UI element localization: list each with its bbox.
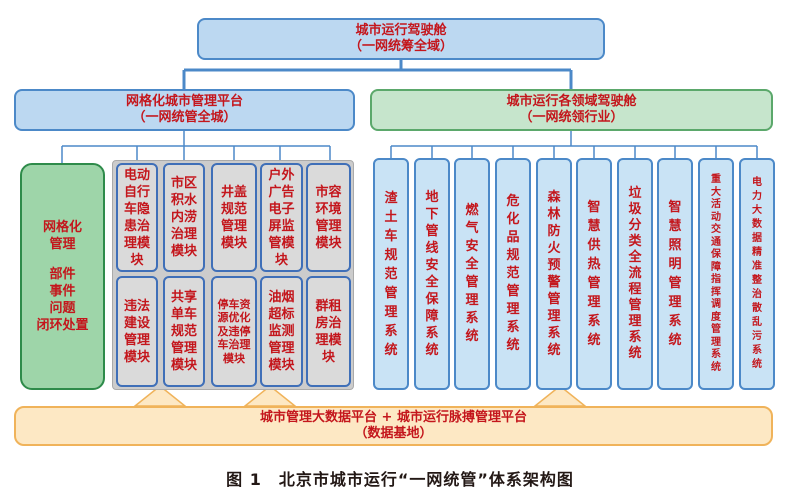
system-forest-fire: 森林防火预警管理系统 [536,158,572,390]
left-platform-title: 网格化城市管理平台 [125,94,243,109]
module-oil-fume: 油烟超标监测管理模块 [260,276,303,387]
module-manhole: 井盖规范管理模块 [211,163,257,272]
system-hazardous-chemicals: 危化品规范管理系统 [495,158,531,390]
right-platform-title: 城市运行各领域驾驶舱 [506,94,637,109]
data-foundation-platform: 城市管理大数据平台 + 城市运行脉搏管理平台 （数据基地） [14,406,773,446]
figure-caption: 图 1 北京市城市运行“一网统管”体系架构图 [226,470,574,489]
module-waterlogging: 市区积水内涝治理模块 [163,163,205,272]
grid-management-box: 网格化 管理 部件 事件 问题 闭环处置 [20,163,105,390]
system-garbage-sorting: 垃圾分类全流程管理系统 [617,158,653,390]
grid-mgmt-line: 管理 [49,237,76,252]
right-platform-subtitle: （一网统领行业） [519,110,624,125]
module-shared-bike: 共享单车规范管理模块 [163,276,205,387]
system-underground-pipeline: 地下管线安全保障系统 [414,158,450,390]
system-power-big-data: 电力大数据精准整治散乱污系统 [739,158,775,390]
system-major-event-traffic: 重大活动交通保障指挥调度管理系统 [698,158,734,390]
city-operation-cockpit: 城市运行驾驶舱 （一网统筹全域） [197,18,605,60]
module-parking: 停车资源优化及违停车治理模块 [211,276,257,387]
grid-mgmt-line: 网格化 [42,220,82,235]
bottom-subtitle: （数据基地） [354,426,433,441]
grid-mgmt-line: 问题 [49,301,76,316]
system-muck-truck: 渣土车规范管理系统 [373,158,409,390]
grid-city-management-platform: 网格化城市管理平台 （一网统管全城） [14,89,355,131]
grid-mgmt-line: 事件 [49,284,76,299]
module-illegal-construction: 违法建设管理模块 [116,276,158,387]
domain-cockpits-platform: 城市运行各领域驾驶舱 （一网统领行业） [370,89,773,131]
module-ebike-hazard: 电动自行车隐患治理模块 [116,163,158,272]
module-city-appearance: 市容环境管理模块 [306,163,351,272]
top-title: 城市运行驾驶舱 [355,23,447,38]
top-subtitle: （一网统筹全域） [348,39,453,54]
system-gas-safety: 燃气安全管理系统 [454,158,490,390]
grid-mgmt-line: 闭环处置 [36,318,89,333]
bottom-title: 城市管理大数据平台 + 城市运行脉搏管理平台 [260,410,527,425]
system-smart-lighting: 智慧照明管理系统 [657,158,693,390]
left-platform-subtitle: （一网统管全城） [132,110,237,125]
module-outdoor-ad: 户外广告电子屏监管模块 [260,163,303,272]
module-group-rental: 群租房治理模块 [306,276,351,387]
grid-mgmt-line: 部件 [49,267,76,282]
system-smart-heating: 智慧供热管理系统 [576,158,612,390]
